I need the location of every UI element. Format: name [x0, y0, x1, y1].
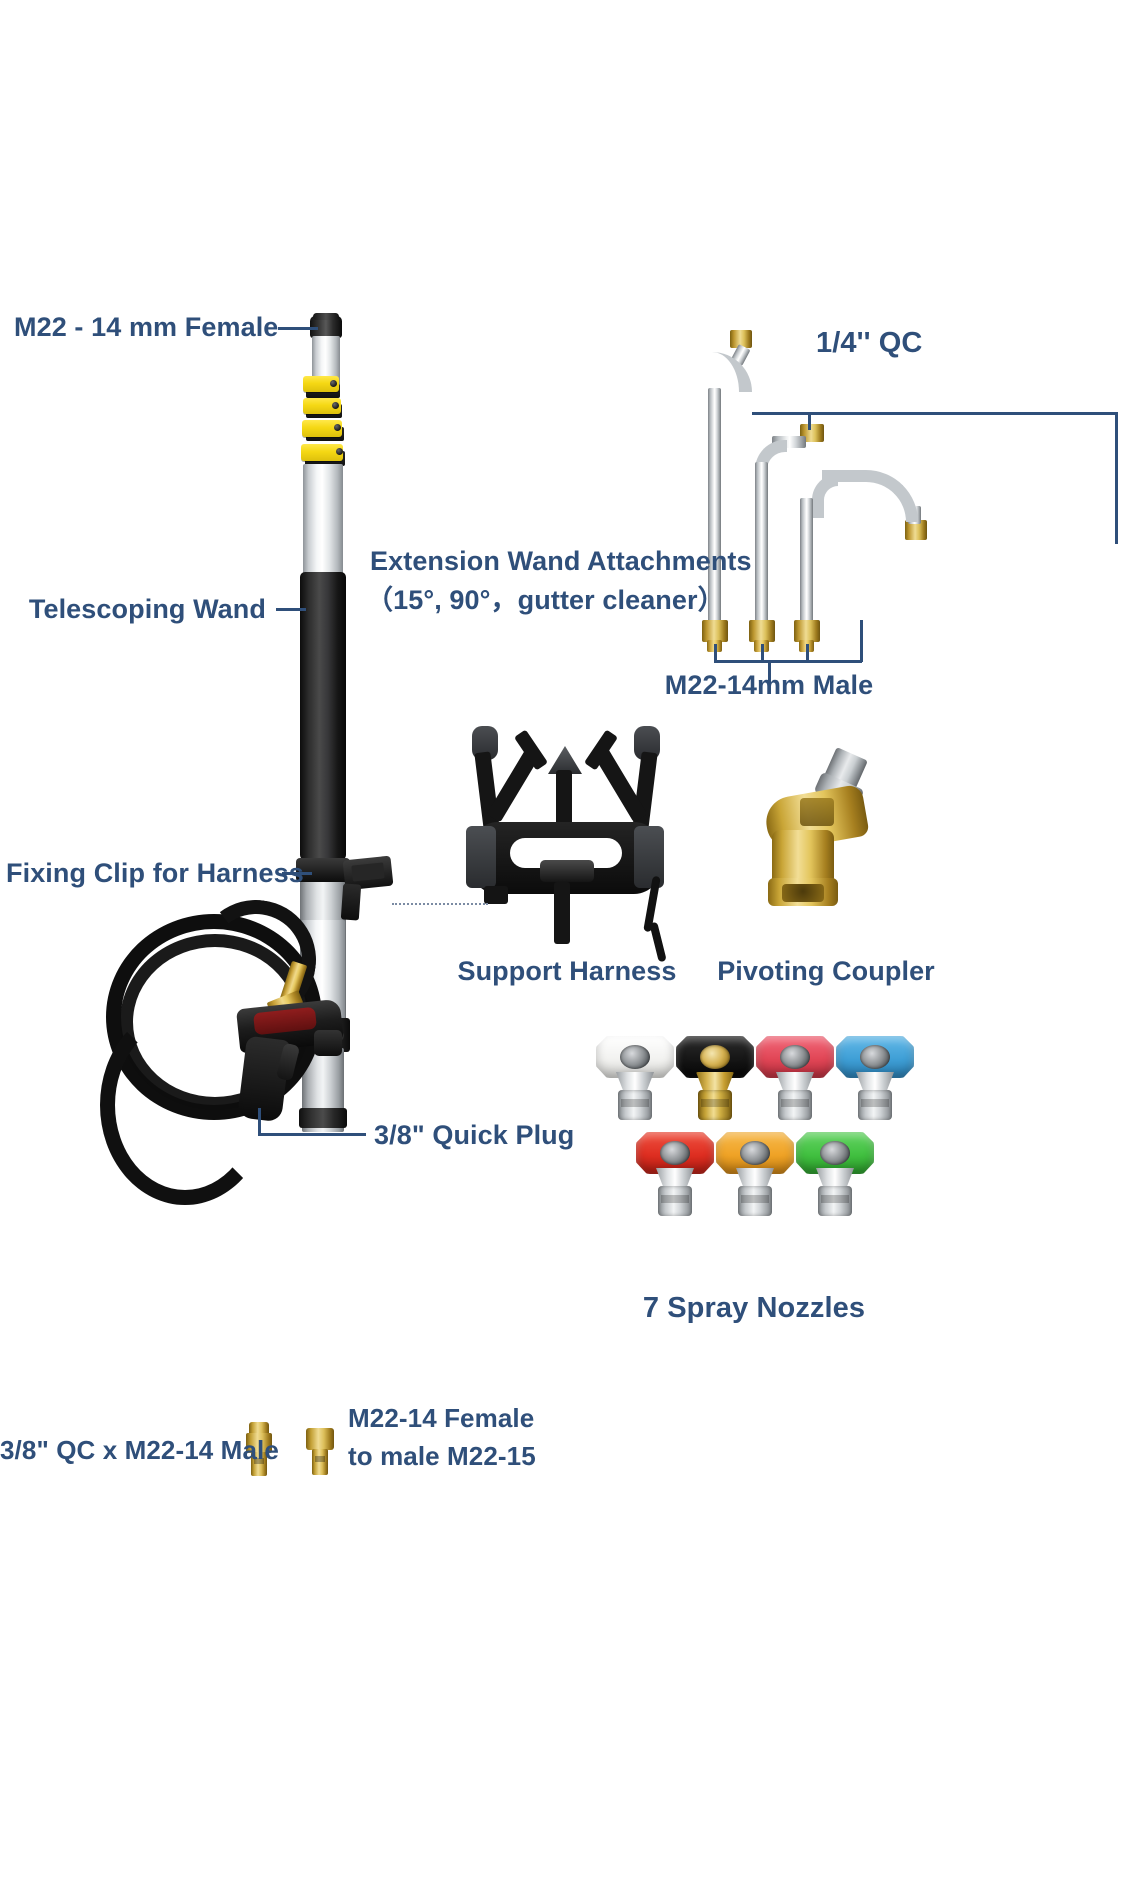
harness-buckle [540, 860, 594, 882]
qc-bracket-top [808, 412, 1118, 415]
qc-male-fitting [246, 1422, 272, 1478]
m22-male-stem [768, 660, 771, 694]
leader-quarter-qc [752, 412, 808, 415]
label-quarter-inch-qc: 1/4'' QC [816, 327, 923, 359]
female-to-male-fitting [306, 1428, 334, 1478]
label-support-harness: Support Harness [457, 956, 677, 986]
label-telescoping-wand: Telescoping Wand [28, 594, 266, 624]
red-nozzle [756, 1036, 834, 1122]
wand-clamp-4 [301, 444, 343, 461]
leader-telescoping-wand [276, 608, 306, 611]
red-nozzle-2 [636, 1132, 714, 1218]
label-extension-wand-attachments: Extension Wand Attachments [370, 546, 752, 576]
green-nozzle [796, 1132, 874, 1218]
fixing-clip-for-harness [296, 858, 350, 882]
white-nozzle [596, 1036, 674, 1122]
harness-attachment-clip [484, 886, 508, 904]
leader-quick-plug [258, 1133, 366, 1136]
coupler-barrel [772, 830, 834, 886]
pivoting-coupler [752, 747, 888, 930]
trigger-gun [228, 998, 348, 1130]
90-degree-m22-fitting [749, 620, 775, 642]
orange-nozzle [716, 1132, 794, 1218]
support-harness [462, 726, 672, 963]
wand-clamp-1 [303, 376, 339, 392]
label-extension-wand-angles: （15°, 90°，gutter cleaner） [366, 585, 725, 615]
label-fixing-clip-for-harness: Fixing Clip for Harness [6, 858, 304, 888]
label-qc-x-m22-male: 3/8" QC x M22-14 Male [0, 1435, 279, 1465]
wand-clamp-2 [303, 398, 341, 414]
leader-fixing-clip [282, 872, 312, 875]
clip-to-harness-connector [392, 903, 488, 905]
label-female-to-male-line2: to male M22-15 [348, 1441, 536, 1471]
blue-nozzle [836, 1036, 914, 1122]
label-7-spray-nozzles: 7 Spray Nozzles [642, 1292, 866, 1324]
label-female-to-male-line1: M22-14 Female [348, 1403, 535, 1433]
wand-top-cap [310, 316, 342, 338]
black-nozzle [676, 1036, 754, 1122]
m22-male-bracket [714, 660, 862, 663]
15-degree-m22-fitting [702, 620, 728, 642]
wand-base-collar [299, 1108, 347, 1128]
wand-section-2 [303, 464, 343, 574]
wand-clamp-3 [302, 420, 342, 437]
wand-foam-grip [300, 572, 346, 860]
label-m22-female: M22 - 14 mm Female [14, 312, 279, 342]
gutter-cleaner-m22-fitting [794, 620, 820, 642]
label-quick-plug: 3/8" Quick Plug [374, 1120, 575, 1150]
label-m22-14mm-male: M22-14mm Male [664, 670, 874, 700]
leader-m22-female [278, 327, 318, 330]
label-pivoting-coupler: Pivoting Coupler [717, 956, 935, 986]
